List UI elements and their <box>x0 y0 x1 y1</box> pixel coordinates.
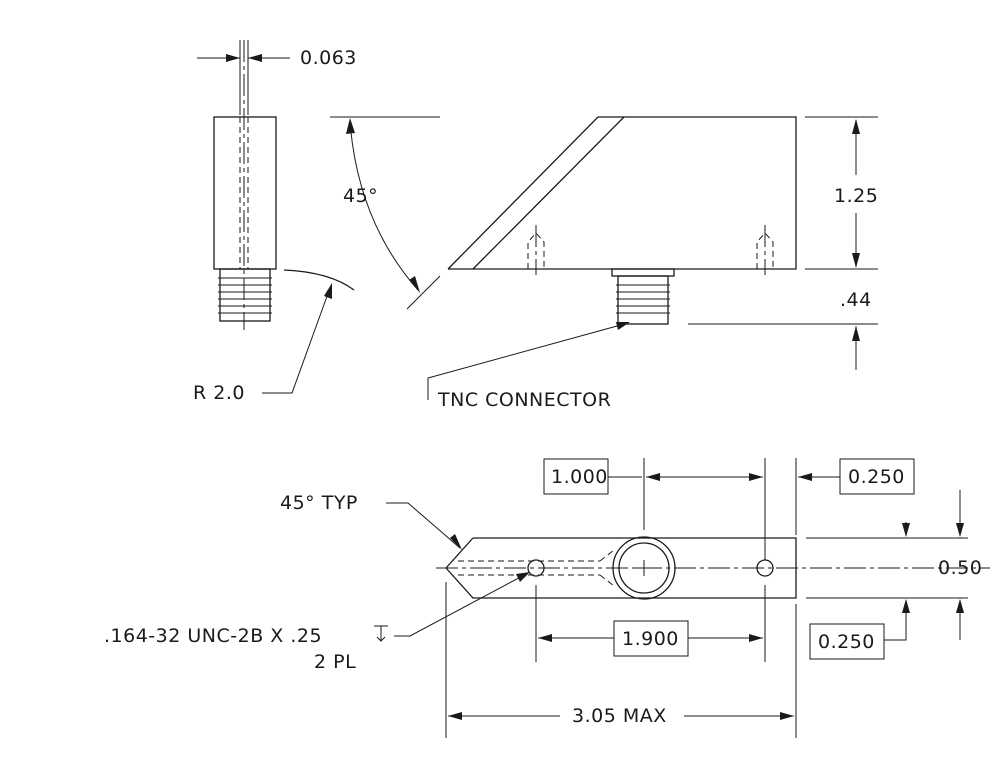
dim-thickness: 0.063 <box>197 40 357 115</box>
connector-callout: TNC CONNECTOR <box>427 322 630 411</box>
connector-label: TNC CONNECTOR <box>437 389 611 411</box>
top-view-extensions <box>445 458 968 738</box>
end-offset-bottom-label: 0.250 <box>818 631 875 653</box>
typ-angle-callout: 45° TYP <box>280 492 462 550</box>
typ-angle-label: 45° TYP <box>280 492 358 514</box>
front-view <box>406 116 797 325</box>
thickness-label: 0.063 <box>300 47 357 69</box>
hole-spacing-bottom-label: 1.900 <box>622 628 679 650</box>
thread-label-line1: .164-32 UNC-2B X .25 <box>104 625 322 647</box>
connector-height-label: .44 <box>840 289 872 311</box>
angle-label: 45° <box>343 185 378 207</box>
overall-length-label: 3.05 MAX <box>572 705 667 727</box>
dim-angle: 45° <box>330 116 440 293</box>
hole-spacing-top-label: 1.000 <box>551 466 608 488</box>
width-label: 0.50 <box>938 557 982 579</box>
thread-label-line2: 2 PL <box>314 651 356 673</box>
end-offset-top-label: 0.250 <box>848 466 905 488</box>
dim-radius: R 2.0 <box>193 283 332 404</box>
height-label: 1.25 <box>834 185 878 207</box>
depth-symbol <box>374 625 388 642</box>
thread-callout: .164-32 UNC-2B X .25 2 PL <box>104 572 530 673</box>
dim-overall-length: 3.05 MAX <box>448 705 794 727</box>
radius-label: R 2.0 <box>193 382 245 404</box>
dim-width: 0.50 <box>902 490 982 640</box>
dim-end-offset-top: 0.250 <box>798 458 915 495</box>
dim-height: 1.25 .44 <box>688 116 878 370</box>
dim-end-offset-bottom: 0.250 <box>809 599 910 660</box>
side-view <box>213 40 355 330</box>
dim-hole-spacing-bottom: 1.900 <box>538 620 763 657</box>
dim-hole-spacing-top: 1.000 <box>543 458 763 495</box>
top-view <box>436 536 990 600</box>
